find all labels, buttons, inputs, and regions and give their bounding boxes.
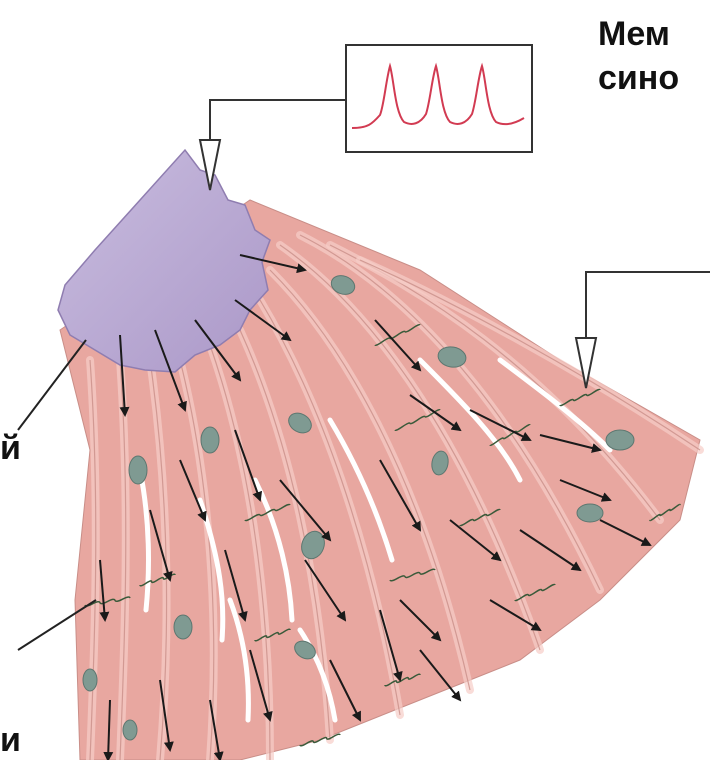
nucleus [606,430,634,450]
nucleus [83,669,97,691]
side-label-lower: и [0,720,21,760]
recording-frame [346,45,532,152]
title-line-1: Мем [598,14,670,54]
nucleus [174,615,192,639]
nucleus [577,504,603,522]
second-lead-line [586,272,710,338]
nucleus [201,427,219,453]
recording-lead-line [210,100,346,140]
side-label-upper: й [0,428,21,468]
action-potential-recording [200,45,532,190]
nucleus [129,456,147,484]
title-line-2: сино [598,58,679,98]
nucleus [123,720,137,740]
second-recording-lead [576,272,710,388]
